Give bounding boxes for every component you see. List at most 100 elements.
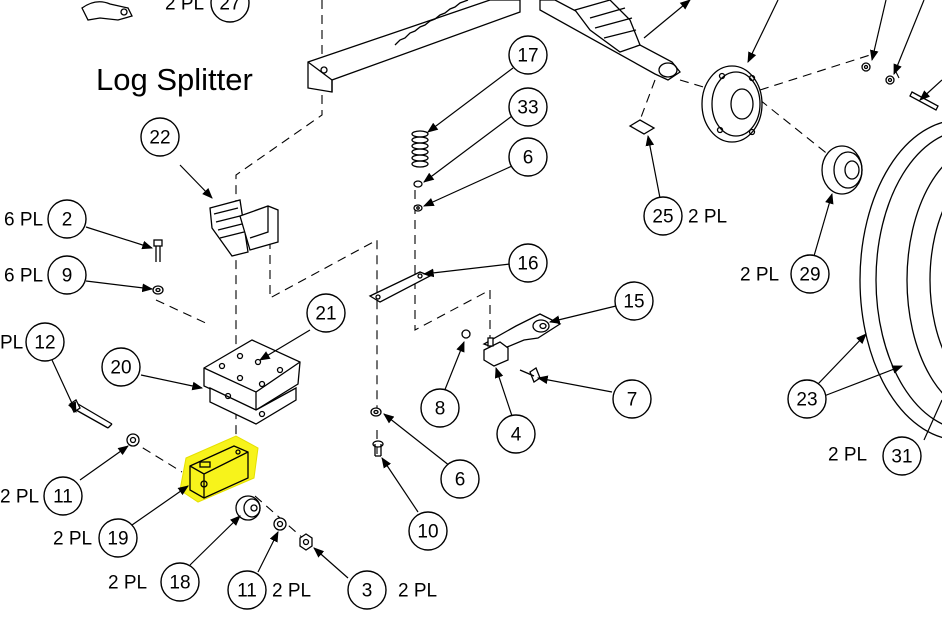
- callout-balloon: [98, 518, 138, 558]
- part-wedge: [209, 199, 279, 257]
- callout-balloon: [508, 243, 548, 283]
- callout-number: 2: [62, 210, 73, 231]
- diagram-title: Log Splitter: [96, 62, 253, 97]
- callout-quantity: 6 PL: [4, 210, 43, 231]
- callout-number: 7: [627, 390, 638, 411]
- callout-number: 25: [652, 207, 673, 228]
- callout-c15: 15: [614, 281, 654, 321]
- callout-number: 9: [62, 266, 73, 287]
- callout-number: 29: [799, 265, 820, 286]
- callout-quantity: PL: [0, 333, 23, 354]
- callout-quantity: 2 PL: [0, 487, 39, 508]
- callout-balloon: [787, 379, 827, 419]
- part-bracket-top-left: [81, 1, 133, 21]
- highlight: [179, 435, 259, 503]
- part-link-16: [368, 271, 432, 303]
- callout-number: 22: [149, 128, 170, 149]
- callout-c21: 21: [306, 293, 346, 333]
- callout-c16: 16: [508, 243, 548, 283]
- part-base-plate: [203, 339, 301, 425]
- leader-lines: [51, 0, 942, 579]
- part-key: [628, 119, 656, 135]
- part-nut-3: [299, 533, 313, 551]
- part-pin-7: [519, 367, 541, 383]
- callout-c31: 312 PL: [828, 436, 922, 476]
- callout-number: 33: [517, 98, 538, 119]
- part-washer-9: [152, 285, 164, 295]
- callout-number: 6: [523, 148, 534, 169]
- callout-quantity: 2 PL: [272, 581, 311, 602]
- callout-c22: 22: [140, 117, 180, 157]
- callout-balloon: [882, 436, 922, 476]
- part-washer-11a: [126, 433, 140, 447]
- callout-c27: 272 PL: [165, 0, 250, 23]
- callout-c6a: 6: [508, 137, 548, 177]
- part-bolt-2: [153, 239, 163, 262]
- callout-number: 19: [107, 529, 128, 550]
- callout-c2: 2 6 PL: [4, 199, 87, 239]
- part-flange: [701, 65, 763, 143]
- callout-number: 11: [237, 581, 257, 602]
- callout-number: 20: [110, 358, 131, 379]
- callout-balloon: [408, 511, 448, 551]
- callout-balloon: [43, 476, 83, 516]
- part-bolt-12: [69, 399, 113, 429]
- callout-balloon: [47, 255, 87, 295]
- part-bracket-15: [482, 313, 562, 351]
- part-bearing: [821, 145, 863, 195]
- callout-number: 18: [169, 573, 190, 594]
- part-washer-33: [413, 180, 423, 188]
- callout-balloon: [612, 379, 652, 419]
- callout-number: 11: [53, 487, 73, 508]
- callout-c4: 4: [496, 414, 536, 454]
- callout-balloon: [614, 281, 654, 321]
- part-nut-8: [461, 329, 471, 339]
- part-shaft: [539, 0, 681, 81]
- callout-c19: 192 PL: [53, 518, 138, 558]
- callout-quantity: 2 PL: [828, 445, 867, 466]
- callout-number: 17: [517, 46, 538, 67]
- part-clevis-4: [483, 337, 509, 367]
- callout-balloon: [101, 347, 141, 387]
- callout-quantity: 2 PL: [688, 207, 727, 228]
- part-rack-beam: [307, 0, 521, 93]
- callout-quantity: 2 PL: [740, 265, 779, 286]
- part-washer-11b: [273, 517, 287, 531]
- callout-balloon: [227, 570, 267, 610]
- callout-balloon: [790, 254, 830, 294]
- part-bolt-10: [372, 440, 384, 457]
- callout-balloon: [496, 414, 536, 454]
- callout-c9: 9 6 PL: [4, 255, 87, 295]
- callout-number: 21: [315, 304, 336, 325]
- callout-number: 10: [417, 522, 438, 543]
- callout-number: 16: [517, 254, 538, 275]
- callout-number: 27: [219, 0, 240, 15]
- callout-balloon: [210, 0, 250, 23]
- callout-balloon: [643, 196, 683, 236]
- callout-balloon: [47, 199, 87, 239]
- callout-balloon: [160, 562, 200, 602]
- callout-c20: 20: [101, 347, 141, 387]
- callout-number: 15: [623, 292, 644, 313]
- callout-balloon: [508, 137, 548, 177]
- part-roller-18: [235, 495, 261, 521]
- callout-c11a: 11 2 PL: [0, 476, 83, 516]
- callout-number: 8: [435, 399, 446, 420]
- part-washer-6b: [370, 407, 382, 417]
- part-block-19: [179, 435, 259, 503]
- callout-quantity: 2 PL: [398, 581, 437, 602]
- callout-c7: 7: [612, 379, 652, 419]
- part-spring-17: [411, 130, 429, 168]
- callout-balloon: [440, 459, 480, 499]
- callout-c25: 25 2 PL: [643, 196, 727, 236]
- callout-c29: 29 2 PL: [740, 254, 830, 294]
- callout-c33: 33: [508, 87, 548, 127]
- callout-balloon: [306, 293, 346, 333]
- callout-number: 6: [455, 470, 466, 491]
- callout-number: 4: [511, 425, 522, 446]
- callout-number: 23: [796, 390, 817, 411]
- callout-quantity: 6 PL: [4, 266, 43, 287]
